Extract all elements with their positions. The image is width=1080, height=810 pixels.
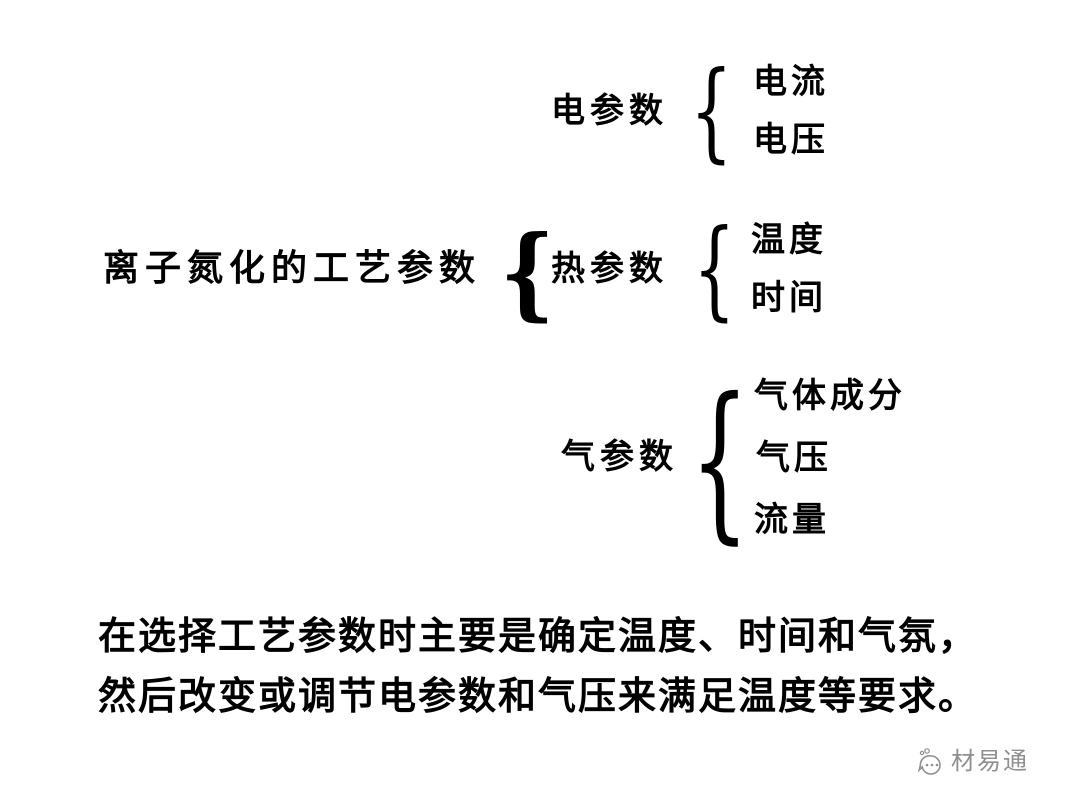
item-gas-composition: 气体成分 — [754, 378, 906, 415]
branch-label-electrical: 电参数 — [551, 93, 668, 130]
branch-label-gas: 气参数 — [561, 439, 678, 476]
watermark-text: 材易通 — [951, 748, 1029, 775]
branch-label-thermal: 热参数 — [551, 251, 668, 288]
item-temperature: 温度 — [751, 222, 827, 259]
item-flow-rate: 流量 — [754, 502, 830, 539]
branch-brace-gas: { — [690, 362, 750, 560]
item-gas-pressure: 气压 — [756, 440, 832, 477]
watermark: 材易通 — [916, 748, 1029, 776]
item-time: 时间 — [751, 280, 827, 317]
watermark-logo-icon — [916, 748, 946, 776]
note-line-2: 然后改变或调节电参数和气压来满足温度等要求。 — [98, 676, 979, 718]
root-brace: { — [500, 213, 555, 331]
note-line-1: 在选择工艺参数时主要是确定温度、时间和气氛， — [98, 616, 979, 658]
branch-brace-electrical: { — [690, 49, 733, 174]
item-voltage: 电压 — [753, 122, 829, 159]
item-current: 电流 — [753, 64, 829, 101]
root-label: 离子氮化的工艺参数 — [103, 248, 482, 288]
branch-brace-thermal: { — [693, 207, 736, 332]
